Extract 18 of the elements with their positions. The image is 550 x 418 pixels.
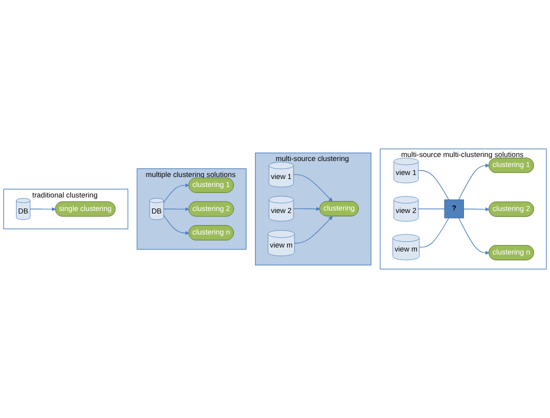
arrow (294, 216, 333, 244)
arrow (163, 214, 190, 236)
cluster (136, 168, 247, 250)
arrow (458, 164, 490, 200)
arrow (30, 207, 56, 212)
arrow (463, 207, 490, 212)
cluster (255, 152, 372, 266)
connector (418, 170, 450, 200)
arrow (293, 174, 333, 202)
arrow (163, 183, 190, 204)
connector (418, 208, 445, 210)
arrow (458, 218, 490, 255)
arrow (163, 207, 190, 212)
cluster (3, 188, 128, 230)
connector (418, 218, 450, 248)
cluster (380, 148, 547, 270)
arrow (293, 206, 320, 211)
node-box (444, 199, 464, 218)
